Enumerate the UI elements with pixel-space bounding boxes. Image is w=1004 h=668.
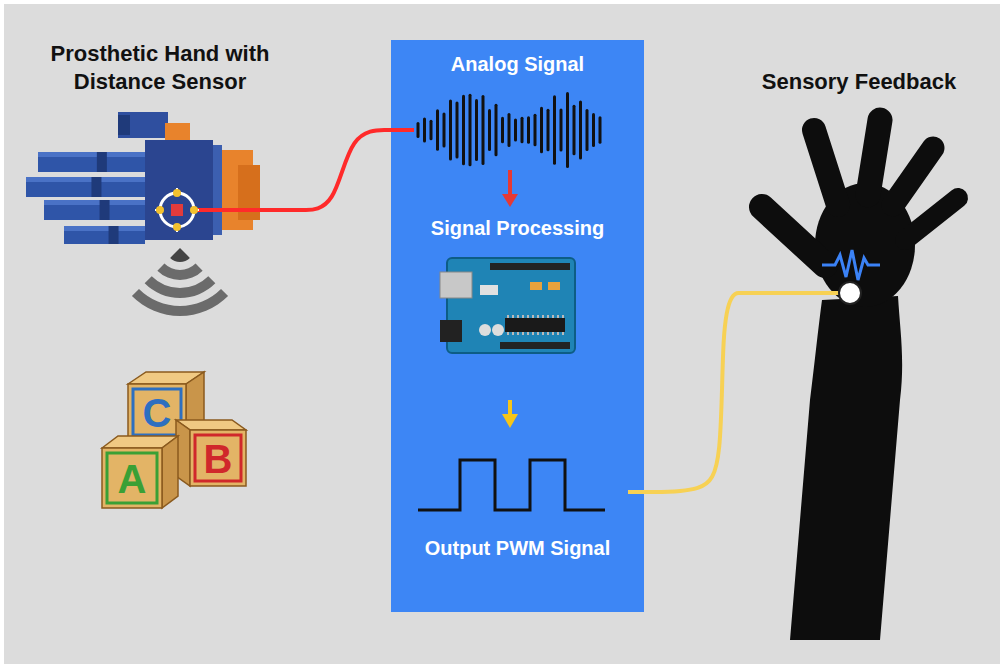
illustration: [391, 40, 644, 612]
hand-illustration: [26, 112, 300, 316]
finger: [26, 177, 145, 197]
finger: [38, 152, 145, 172]
finger: [44, 200, 145, 220]
analog-heading: Analog Signal: [391, 52, 644, 77]
distance-sensor: [155, 188, 199, 232]
pwm-waveform: [418, 460, 605, 510]
block-letter: B: [204, 439, 233, 479]
arm-silhouette: Sensory Feedback: [740, 60, 998, 650]
finger: [893, 148, 933, 205]
finger: [762, 207, 825, 265]
flow-arrow: [502, 170, 518, 207]
block-a: [102, 436, 178, 508]
signal-wire: [391, 128, 414, 132]
arm-illustration: [740, 120, 958, 640]
finger: [64, 226, 145, 244]
panel-illustration: [391, 93, 644, 510]
illustration: [740, 60, 998, 650]
block-b: [176, 420, 246, 486]
palm: [145, 140, 213, 240]
signal-wire: [300, 130, 391, 210]
sensor-wave: [157, 264, 202, 280]
forearm: [790, 296, 902, 640]
sensor-wave: [145, 276, 216, 298]
flow-arrow: [502, 400, 518, 428]
finger: [814, 130, 838, 205]
arduino-board: [440, 258, 575, 353]
joint: [165, 123, 190, 141]
block-letter: C: [143, 393, 172, 433]
prosthetic-hand: Prosthetic Hand with Distance Sensor: [20, 38, 300, 348]
block-letter: A: [118, 459, 147, 499]
canvas-ground: [4, 4, 1000, 664]
feedback-heading: Sensory Feedback: [730, 68, 988, 96]
feedback-wire: [628, 490, 644, 494]
hand-heading: Prosthetic Hand with Distance Sensor: [20, 40, 300, 95]
feedback-wire: [740, 291, 840, 295]
signal-wire: [194, 208, 300, 212]
feedback-wire: [644, 293, 740, 492]
sensor-wave: [170, 248, 190, 262]
thumb: [118, 112, 168, 138]
analog-waveform: [418, 93, 600, 166]
finger: [905, 198, 958, 240]
processing-heading: Signal Processing: [391, 216, 644, 241]
finger: [868, 120, 880, 195]
sensor-wave: [132, 289, 228, 316]
nerve-signal-symbol: [822, 250, 880, 280]
pwm-heading: Output PWM Signal: [391, 536, 644, 561]
toy-blocks: [102, 372, 246, 508]
electrode: [839, 282, 861, 304]
processing-panel: Analog SignalSignal ProcessingOutput PWM…: [391, 40, 644, 612]
